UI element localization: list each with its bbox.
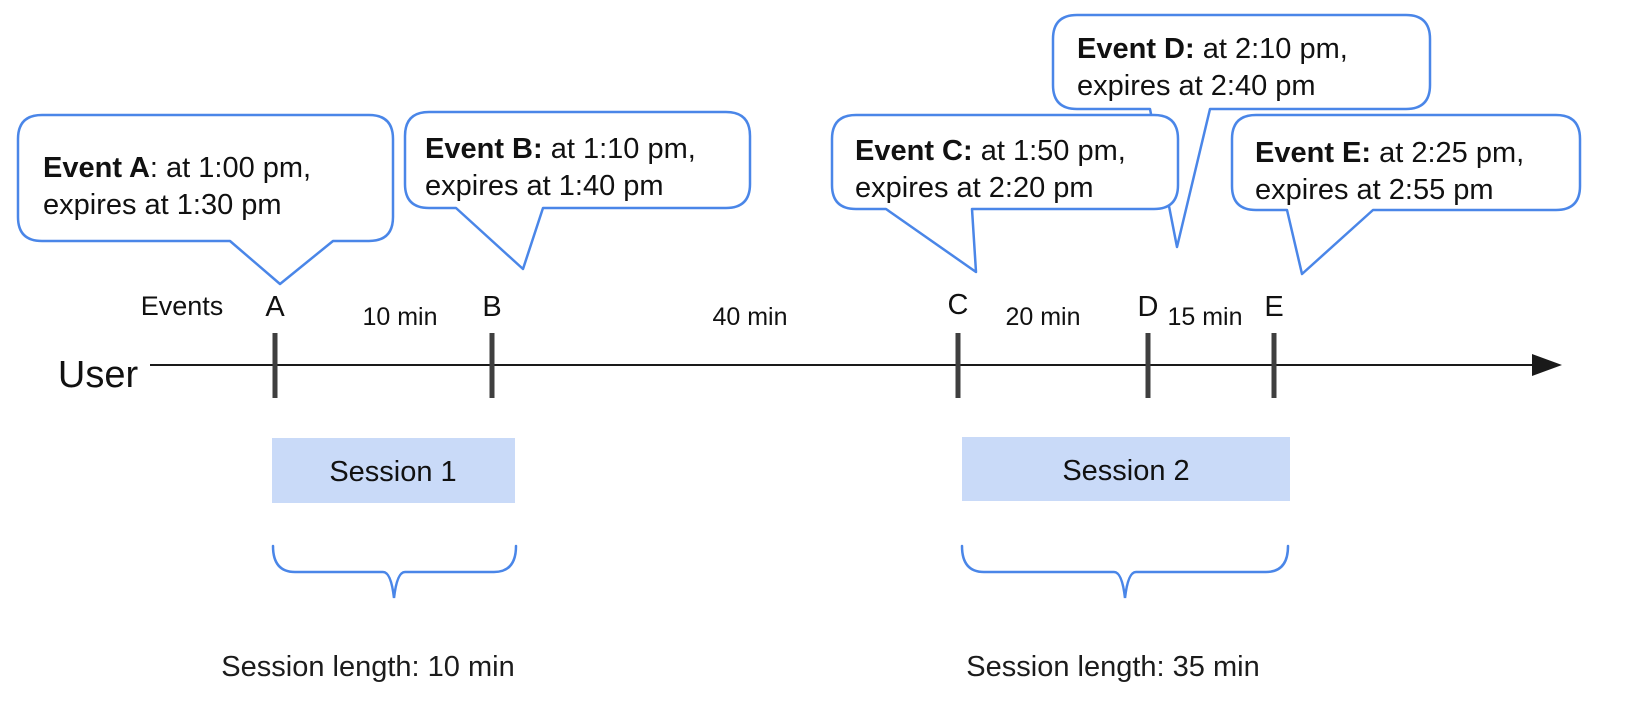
tick-e (1271, 333, 1277, 398)
tick-d (1145, 333, 1151, 398)
bubble-e-time: at 2:25 pm, (1371, 137, 1524, 169)
session-2-label: Session 2 (1062, 455, 1189, 487)
marker-label-b: B (482, 291, 501, 323)
bubble-d-line1: Event D: at 2:10 pm, (1077, 33, 1348, 65)
bubble-b-line2: expires at 1:40 pm (425, 170, 664, 202)
session-2-brace (960, 544, 1290, 599)
user-row-label: User (58, 354, 139, 396)
bubble-e-line2: expires at 2:55 pm (1255, 174, 1494, 206)
speech-bubble-a (16, 113, 395, 286)
bubble-a-line1: Event A: at 1:00 pm, (43, 152, 311, 184)
gap-label-a-b: 10 min (362, 303, 437, 331)
bubble-c-time: at 1:50 pm, (973, 135, 1126, 167)
bubble-d-title: Event D: (1077, 33, 1195, 65)
bubble-c-title: Event C: (855, 135, 973, 167)
speech-bubble-e (1230, 113, 1582, 276)
marker-label-e: E (1264, 291, 1283, 323)
marker-label-a: A (265, 291, 285, 323)
session-1-length-label: Session length: 10 min (221, 651, 514, 683)
tick-a (272, 333, 278, 398)
speech-bubble-b (403, 110, 752, 271)
bubble-a-line2: expires at 1:30 pm (43, 189, 282, 221)
bubble-b-line1: Event B: at 1:10 pm, (425, 133, 696, 165)
speech-bubble-c (830, 113, 1180, 274)
bubble-e-title: Event E: (1255, 137, 1371, 169)
session-1-brace (271, 544, 518, 599)
events-row-label: Events (141, 291, 224, 321)
tick-c (955, 333, 961, 398)
gap-label-c-d: 20 min (1005, 303, 1080, 331)
marker-label-c: C (948, 289, 969, 321)
bubble-c-line1: Event C: at 1:50 pm, (855, 135, 1126, 167)
bubble-b-time: at 1:10 pm, (543, 133, 696, 165)
bubble-a-title: Event A (43, 152, 150, 184)
marker-label-d: D (1138, 291, 1159, 323)
gap-label-d-e: 15 min (1167, 303, 1242, 331)
gap-label-b-c: 40 min (712, 303, 787, 331)
bubble-b-title: Event B: (425, 133, 543, 165)
session-1-label: Session 1 (329, 456, 456, 488)
session-2-length-label: Session length: 35 min (966, 651, 1259, 683)
bubble-d-time: at 2:10 pm, (1195, 33, 1348, 65)
bubble-a-time: : at 1:00 pm, (150, 152, 311, 184)
session-1-box (272, 438, 515, 503)
bubble-d-line2: expires at 2:40 pm (1077, 70, 1316, 102)
speech-bubble-d (1051, 13, 1432, 249)
session-2-box (962, 437, 1290, 501)
bubble-e-line1: Event E: at 2:25 pm, (1255, 137, 1524, 169)
timeline-arrowhead-icon (1532, 354, 1562, 376)
tick-b (489, 333, 495, 398)
bubble-c-line2: expires at 2:20 pm (855, 172, 1094, 204)
